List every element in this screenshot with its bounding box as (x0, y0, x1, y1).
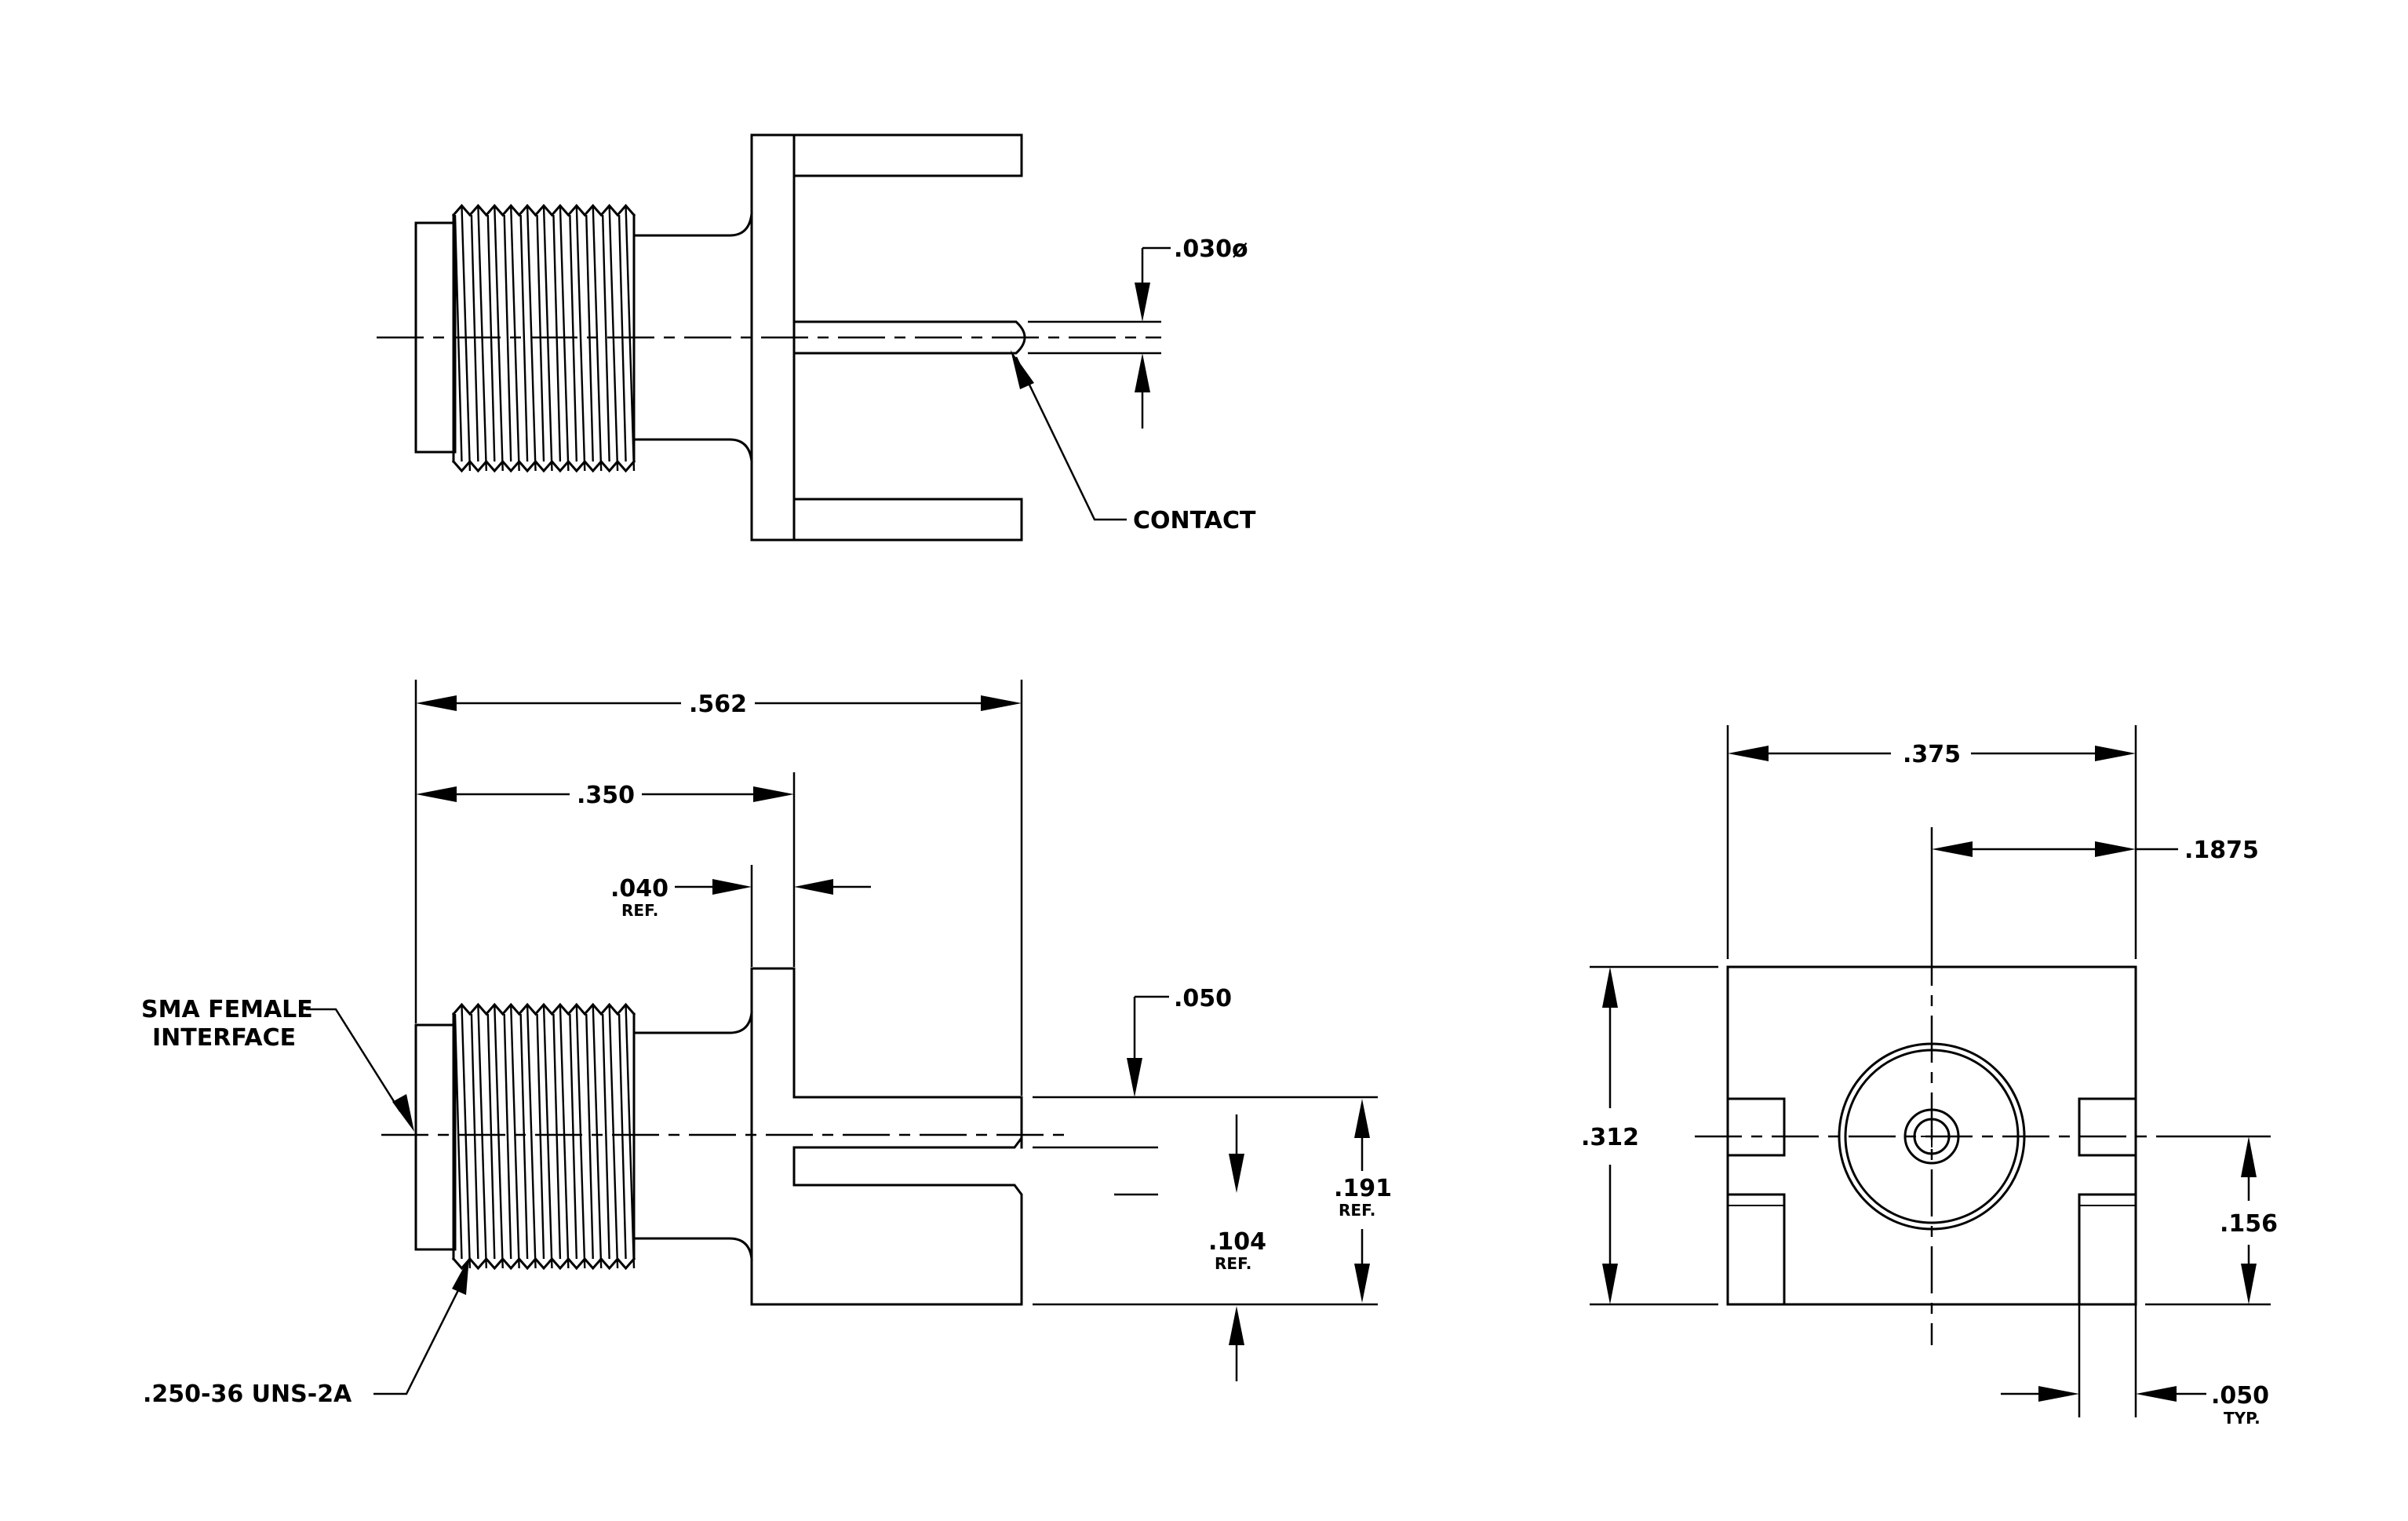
thread-root-line (585, 1013, 594, 1260)
front-slot-left-upper (1726, 1097, 1786, 1157)
dim-191-arrow-top (1354, 1099, 1370, 1138)
contact-label: CONTACT (1133, 507, 1256, 534)
thread-crest-bottom (451, 1257, 636, 1271)
dim-350-arrow-right (753, 786, 794, 802)
thread-root-line (503, 214, 512, 462)
thread-root-line (486, 1013, 496, 1260)
thread-line (608, 1004, 619, 1269)
thread-spec-arrow (452, 1257, 469, 1295)
dim-040-ref: REF. (621, 901, 658, 920)
dim-1875-arrow-left (1932, 841, 1973, 857)
thread-root-line (503, 1013, 512, 1260)
sma-label-line1: SMA FEMALE (141, 996, 313, 1023)
sma-leader-arrow (392, 1094, 414, 1132)
front-slot-right-upper (2078, 1097, 2137, 1157)
dim-030-text: .030ø (1174, 235, 1248, 263)
thread-line (477, 1004, 488, 1269)
thread-root-line (552, 1013, 562, 1260)
thread-line (509, 1004, 520, 1269)
dim-104-text: .104 (1208, 1228, 1266, 1256)
dim-191-arrow-bottom (1354, 1264, 1370, 1303)
dim-375-arrow-right (2095, 746, 2136, 761)
side-view: .562 .350 .040 REF. SMA FEMALE INTERFACE… (141, 680, 1392, 1408)
dim-030-arrow-bottom (1135, 353, 1150, 392)
thread-line (542, 1004, 553, 1269)
front-view: .375 .1875 .312 .156 .050 TYP. (1581, 725, 2278, 1428)
dim-050typ-arrow-right (2136, 1386, 2177, 1402)
front-slot-right-lower (2078, 1193, 2137, 1306)
dim-312-arrow-top (1602, 967, 1618, 1008)
dim-040-arrow-left (712, 879, 752, 895)
dim-030-leader (1141, 246, 1171, 283)
dim-050typ-arrow-left (2038, 1386, 2079, 1402)
top-leg-upper (792, 133, 1023, 177)
dim-1875-arrow-right (2095, 841, 2136, 857)
thread-spec-label: .250-36 UNS-2A (143, 1381, 352, 1408)
contact-leader-arrow (1011, 350, 1034, 389)
dim-156-arrow-bottom (2241, 1264, 2257, 1304)
contact-leader (1015, 356, 1127, 521)
dim-050typ-typ: TYP. (2224, 1409, 2260, 1428)
dim-562-arrow-left (416, 695, 457, 711)
dim-375-text: .375 (1903, 741, 1961, 768)
dim-312-text: .312 (1581, 1124, 1639, 1151)
dim-350-text: .350 (577, 782, 635, 809)
dim-562-arrow-right (981, 695, 1022, 711)
thread-line (494, 1004, 504, 1269)
dim-375-arrow-left (1728, 746, 1769, 761)
thread-root-line (454, 1013, 463, 1260)
thread-line (461, 1004, 472, 1269)
thread-line (575, 1004, 586, 1269)
side-thread-body (451, 1002, 636, 1271)
dim-1875-text: .1875 (2184, 837, 2259, 864)
dim-562-text: .562 (689, 691, 747, 718)
thread-root-line (569, 1013, 578, 1260)
dim-156-arrow-top (2241, 1136, 2257, 1177)
dim-050typ-text: .050 (2211, 1382, 2269, 1410)
thread-root-line (601, 214, 610, 462)
thread-root-line (601, 1013, 610, 1260)
side-body (750, 967, 1023, 1306)
top-view: .030ø CONTACT (377, 133, 1256, 542)
dim-104-arrow-bottom (1229, 1306, 1244, 1345)
dim-050-leader (1133, 995, 1169, 1058)
dim-050-text: .050 (1174, 985, 1232, 1012)
thread-root-line (617, 1013, 627, 1260)
thread-root-line (536, 1013, 545, 1260)
dim-191-text: .191 (1334, 1175, 1392, 1202)
thread-line (592, 1004, 603, 1269)
dim-350-arrow-left (416, 786, 457, 802)
thread-root-line (470, 1013, 479, 1260)
thread-line (559, 1004, 570, 1269)
dim-030-arrow-top (1135, 283, 1150, 322)
thread-line (625, 1004, 636, 1269)
dim-050-arrow (1127, 1058, 1142, 1097)
dim-104-ref: REF. (1215, 1254, 1251, 1273)
front-slot-left-lower (1726, 1193, 1786, 1306)
top-contact-pin (792, 320, 1026, 355)
sma-leader (306, 1008, 402, 1112)
sma-label-line2: INTERFACE (152, 1024, 296, 1052)
dim-104-arrow-top (1229, 1154, 1244, 1193)
side-front-flange (414, 1023, 457, 1251)
thread-spec-leader (373, 1286, 461, 1395)
thread-root-line (519, 1013, 529, 1260)
thread-line (575, 205, 586, 472)
thread-crest-bottom (451, 459, 636, 473)
dim-040-arrow-right (794, 879, 833, 895)
dim-191-ref: REF. (1339, 1201, 1375, 1220)
top-leg-lower (792, 498, 1023, 542)
dim-312-arrow-bottom (1602, 1264, 1618, 1304)
dim-040-text: .040 (610, 875, 668, 903)
thread-root-line (519, 214, 529, 462)
dim-156-text: .156 (2220, 1210, 2278, 1238)
thread-line (526, 1004, 537, 1269)
